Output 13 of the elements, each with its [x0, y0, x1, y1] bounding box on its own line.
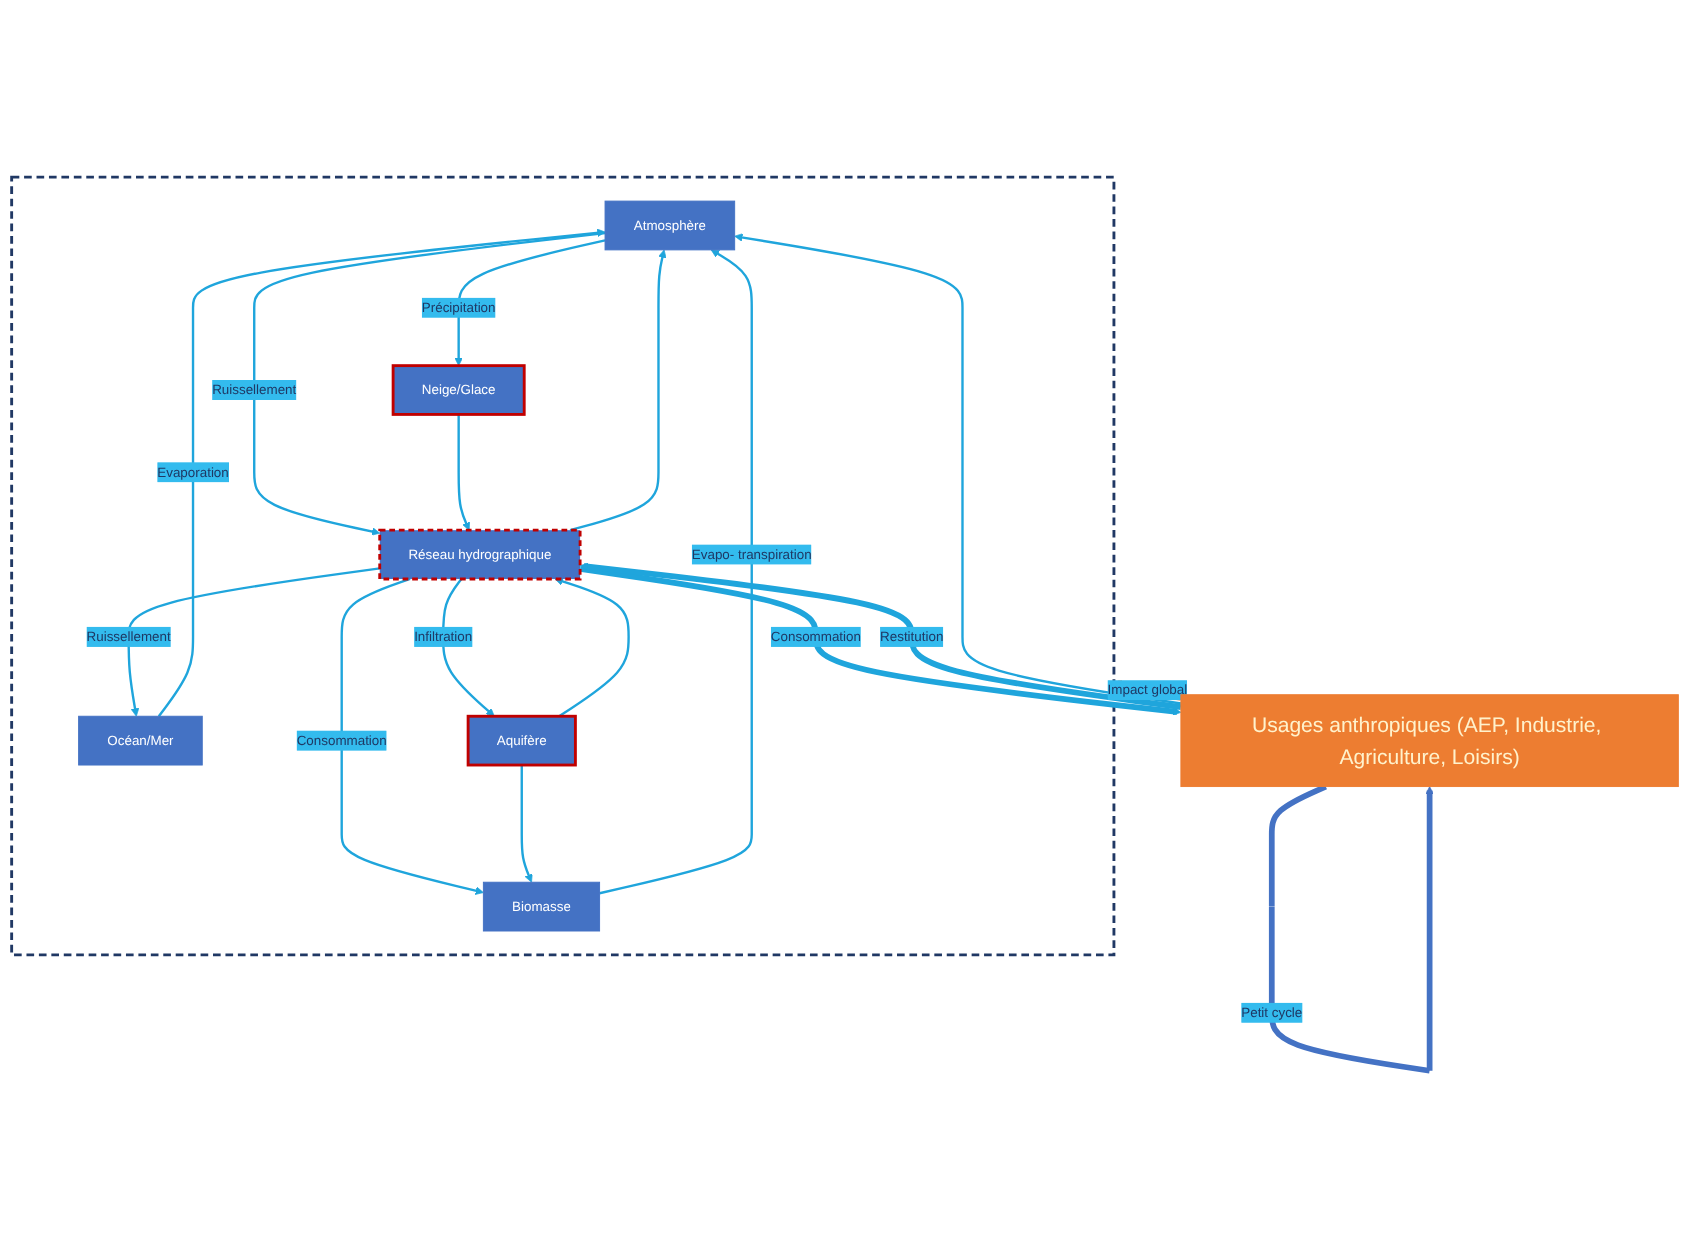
arrow: [599, 249, 753, 895]
arrow: [340, 577, 484, 895]
arrow: [457, 414, 470, 531]
arrow: [157, 228, 606, 717]
arrow: [454, 239, 606, 366]
arrow: [569, 249, 667, 532]
node-box: Usages anthropiques (AEP, Industrie, Agriculture, Loisirs): [1180, 694, 1679, 788]
arrow: [554, 577, 630, 718]
arrow: [441, 578, 495, 717]
arrow: [520, 765, 533, 883]
arrow: [1268, 783, 1434, 1074]
arrow: [253, 231, 606, 536]
arrow: [127, 567, 380, 717]
